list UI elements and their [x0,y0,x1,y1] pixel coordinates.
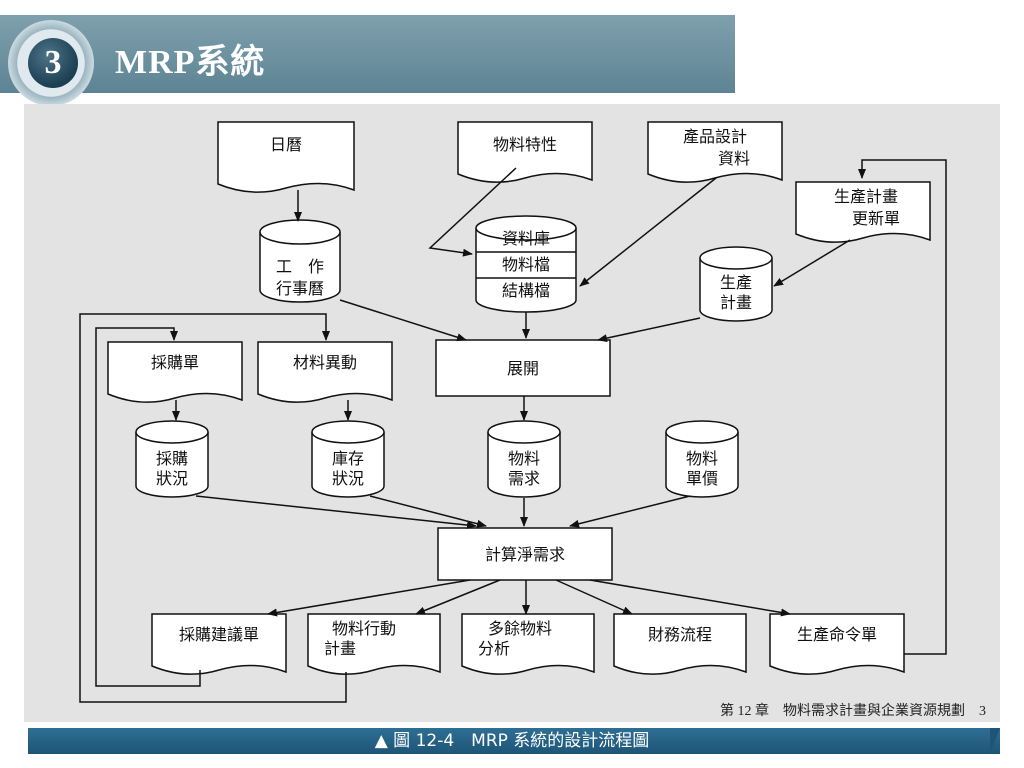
label-purchase-status-1: 採購 [156,449,188,468]
label-finance-flow: 財務流程 [648,625,712,644]
db-material-requirement [487,432,561,498]
label-production-order: 生產命令單 [797,625,877,644]
label-purchase-order: 採購單 [151,353,199,372]
arrow-net-to-finance [555,579,633,615]
arrow-work-to-explode [339,299,467,342]
label-material-action-plan-1: 物料行動 [332,619,396,638]
db-database [475,228,577,313]
label-database-2: 物料檔 [502,255,550,274]
doc-material-property [457,121,593,183]
page-note: 第 12 章 物料需求計畫與企業資源規劃 3 [720,704,986,719]
doc-material-action-plan [307,613,441,675]
arrow-net-to-production [589,579,791,617]
doc-material-change [257,341,393,403]
label-work-calendar-1: 工 作 [276,257,324,276]
caption-bar-corner [990,728,1000,754]
label-material-requirement-1: 物料 [508,449,540,468]
title-bar [0,15,735,93]
doc-finance-flow [613,613,747,675]
figure-caption: ▲ 圖 12-4 MRP 系統的設計流程圖 [374,731,650,751]
section-number-badge: 3 [28,38,78,88]
label-prod-plan-1: 生產 [720,273,752,292]
doc-excess-material [461,613,595,675]
arrow-update-to-plan [773,239,851,287]
doc-calendar [217,121,355,193]
label-excess-material-2: 分析 [478,639,510,658]
label-material-price-1: 物料 [686,449,718,468]
db-prod-plan [699,258,773,322]
doc-production-order [769,613,905,675]
arrow-plan-to-explode [597,317,701,343]
arrow-pstatus-to-net [195,495,477,530]
label-material-property: 物料特性 [493,135,557,154]
label-purchase-status-2: 狀況 [156,469,188,488]
process-explode [435,339,611,397]
label-net-requirement: 計算淨需求 [485,545,565,564]
slide-title: MRP系統 [115,44,266,81]
doc-purchase-order [107,341,243,403]
arrow-price-to-net [569,495,691,528]
arrow-property-to-db [428,167,517,257]
label-inventory-status-2: 狀況 [332,469,364,488]
process-net-requirement [437,527,613,581]
label-prod-plan-update-2: 更新單 [852,209,900,228]
label-prod-plan-2: 計畫 [720,293,752,312]
label-prod-plan-update-1: 生產計畫 [834,187,898,206]
label-material-price-2: 單價 [686,469,718,488]
label-product-design-1: 產品設計 [683,127,747,146]
label-calendar: 日曆 [270,135,302,154]
label-material-change: 材料異動 [293,353,357,372]
label-inventory-status-1: 庫存 [332,449,364,468]
label-work-calendar-2: 行事曆 [276,279,324,298]
label-product-design-2: 資料 [718,149,750,168]
db-inventory-status [311,432,385,498]
arrow-net-to-suggestion [267,579,471,617]
caption-bar [28,728,1000,754]
label-database-1: 資料庫 [502,229,550,248]
doc-prod-plan-update [795,181,931,243]
db-material-price [665,432,739,498]
label-excess-material-1: 多餘物料 [488,619,552,638]
arrow-loop-to-update [858,159,947,655]
doc-purchase-suggestion [151,613,287,675]
label-material-action-plan-2: 計畫 [324,639,356,658]
db-purchase-status [135,432,209,498]
label-explode: 展開 [507,359,539,378]
label-material-requirement-2: 需求 [508,469,540,488]
arrow-net-to-action [415,579,501,615]
db-work-calendar [259,232,341,303]
arrow-action-loop [79,313,347,703]
arrow-suggestion-loop [95,327,201,687]
arrow-design-to-db [579,177,717,287]
arrow-inventory-to-net [369,495,487,528]
label-database-3: 結構檔 [502,281,550,300]
label-purchase-suggestion: 採購建議單 [179,625,259,644]
